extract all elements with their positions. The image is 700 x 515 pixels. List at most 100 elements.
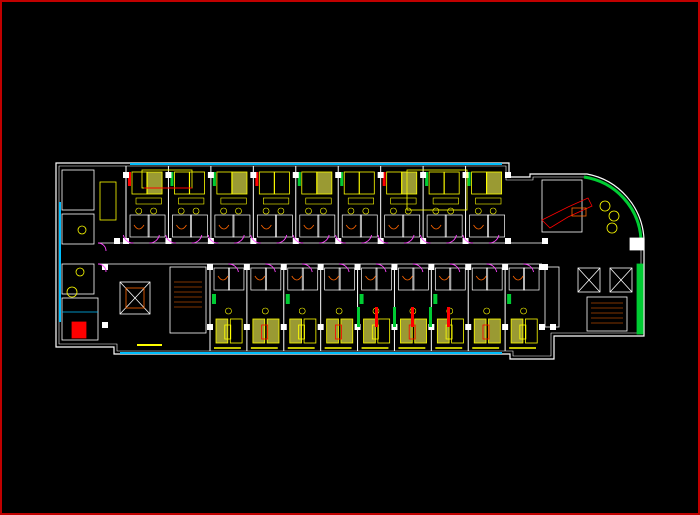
column — [465, 264, 472, 270]
bed — [510, 318, 524, 344]
column — [505, 238, 511, 244]
closet — [444, 214, 463, 238]
table — [335, 324, 342, 340]
door-swing — [97, 263, 107, 273]
marker — [433, 294, 438, 304]
basin-fixture — [473, 224, 484, 230]
door-swing — [319, 234, 330, 244]
south-room — [283, 264, 319, 351]
bathroom — [324, 267, 341, 291]
bed — [401, 171, 418, 195]
desk — [263, 197, 290, 205]
column — [502, 264, 509, 270]
column — [542, 264, 548, 270]
bathroom — [213, 267, 230, 291]
south-room — [357, 264, 392, 351]
column — [123, 172, 129, 178]
marker — [359, 294, 364, 304]
north-room — [380, 166, 421, 243]
bed — [274, 171, 290, 195]
table — [261, 324, 269, 340]
basin-fixture — [218, 224, 230, 230]
basin-fixture — [438, 275, 450, 281]
bathroom — [250, 267, 267, 291]
column — [354, 264, 361, 270]
column — [539, 324, 545, 330]
column — [114, 238, 120, 244]
bed — [343, 171, 360, 195]
bed — [189, 171, 205, 195]
chair — [298, 307, 306, 315]
bed — [174, 171, 190, 195]
column — [280, 264, 287, 270]
basin-fixture — [291, 275, 303, 281]
bed — [146, 171, 163, 195]
chair — [277, 207, 285, 215]
bed — [326, 318, 339, 344]
marker — [255, 172, 259, 186]
closet — [264, 267, 282, 291]
basin-fixture — [260, 224, 272, 230]
chair — [192, 207, 200, 215]
bed — [289, 318, 302, 344]
column — [165, 172, 172, 178]
bed — [131, 171, 148, 195]
bed — [359, 171, 375, 195]
bed — [316, 171, 333, 195]
south-room — [209, 264, 245, 351]
bed — [303, 318, 317, 344]
bed — [215, 318, 229, 344]
door-swing — [122, 234, 134, 244]
column — [243, 324, 250, 330]
chair — [225, 307, 232, 315]
bathroom — [129, 214, 150, 238]
chair — [150, 207, 157, 215]
door-swing — [276, 234, 288, 244]
bathroom — [172, 214, 192, 238]
chair — [520, 307, 527, 315]
accent-markers — [141, 169, 468, 327]
closet — [486, 267, 503, 291]
bed — [473, 318, 487, 344]
door-swing — [228, 263, 239, 273]
table — [519, 324, 527, 340]
door-swing — [292, 234, 304, 244]
bed — [258, 171, 275, 195]
bathroom — [398, 267, 415, 291]
marker — [467, 172, 471, 186]
chair — [432, 207, 440, 215]
column — [243, 264, 250, 270]
closet — [523, 267, 540, 291]
accent-strip — [393, 307, 396, 327]
closet — [412, 267, 429, 291]
chair — [320, 207, 327, 215]
bed — [340, 318, 354, 344]
door-swing — [449, 263, 461, 273]
closet — [375, 267, 392, 291]
accent-strip — [411, 307, 414, 327]
closet — [402, 214, 421, 238]
marker — [340, 172, 344, 186]
bathroom — [287, 267, 304, 291]
basin-fixture — [217, 275, 229, 281]
column — [420, 238, 427, 244]
column — [317, 324, 324, 330]
marker — [170, 172, 174, 186]
marker — [212, 294, 216, 304]
closet — [338, 267, 355, 291]
desk — [347, 197, 374, 205]
bed — [252, 318, 266, 344]
column — [207, 264, 213, 270]
north-room — [465, 166, 505, 243]
door-swing — [488, 234, 500, 244]
marker — [285, 294, 290, 304]
chair — [404, 207, 412, 215]
bed — [488, 318, 501, 344]
bathroom — [469, 214, 490, 238]
bed — [377, 318, 391, 344]
stair-core-left — [119, 266, 207, 346]
bed — [231, 171, 248, 195]
basin-fixture — [254, 275, 266, 281]
